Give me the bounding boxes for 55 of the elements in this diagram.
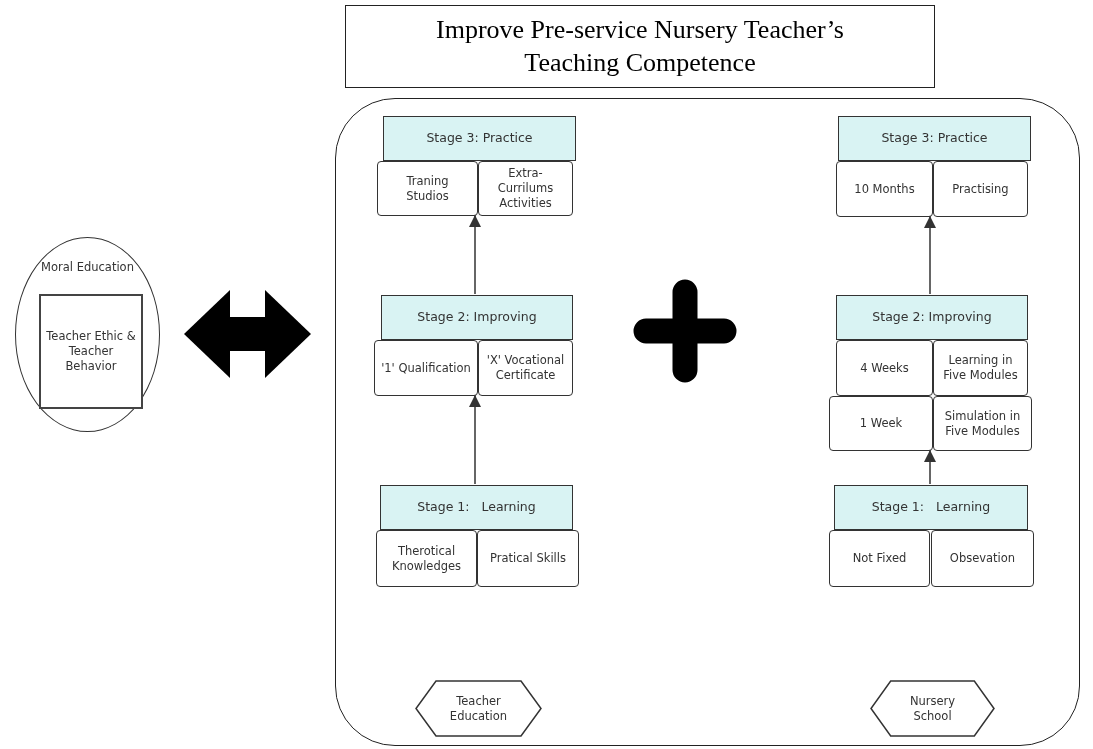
process-box — [829, 530, 930, 587]
node-label: '1' Qualification — [381, 360, 471, 376]
process-box — [478, 340, 573, 396]
arrow — [924, 215, 936, 295]
node-label: 1 Week — [859, 416, 903, 431]
stage-header — [834, 485, 1028, 530]
node-label: Practising — [952, 181, 1009, 197]
process-box — [477, 530, 579, 587]
stage-title: Stage 1: Learning — [417, 499, 536, 516]
stage-header — [383, 116, 576, 161]
node-label: Moral Education — [41, 260, 134, 275]
stage-title: Stage 2: Improving — [417, 309, 537, 326]
process-box — [933, 340, 1028, 396]
stage-header — [380, 485, 573, 530]
process-box — [933, 161, 1028, 217]
process-box — [377, 161, 478, 216]
node-label: 4 Weeks — [860, 360, 909, 376]
title-box — [345, 5, 935, 88]
node-label: Not Fixed — [852, 551, 907, 566]
node-label: Obsevation — [949, 551, 1016, 566]
process-box — [478, 161, 573, 216]
node-label: 'X' Vocational Certificate — [485, 353, 566, 383]
stage-title: Stage 3: Practice — [881, 130, 988, 147]
node-label: Nursery School — [908, 693, 957, 724]
stage-title: Stage 1: Learning — [871, 499, 991, 516]
stage-title: Stage 2: Improving — [872, 309, 992, 326]
arrow — [924, 449, 936, 485]
node-label: Therotical Knowledges — [390, 543, 463, 574]
process-box — [39, 294, 143, 409]
node-label: Extra-Currilums Activities — [496, 166, 555, 211]
double-arrow — [184, 290, 311, 378]
arrow — [469, 214, 481, 295]
stage-header — [381, 295, 573, 340]
process-box — [933, 396, 1032, 451]
process-box — [836, 161, 933, 217]
rounded-container — [335, 98, 1080, 746]
hexagon-box — [871, 681, 994, 736]
node-label: Teacher Ethic & Teacher Behavior — [45, 329, 137, 374]
node-label: Pratical Skills — [490, 551, 566, 566]
node-label: Learning in Five Modules — [942, 353, 1019, 383]
node-label: 10 Months — [854, 181, 915, 197]
node-label: Teacher Education — [448, 693, 509, 724]
stage-title: Stage 3: Practice — [426, 130, 533, 147]
node-label: Traning Studios — [405, 173, 450, 204]
stage-header — [838, 116, 1031, 161]
node-label: Simulation in Five Modules — [943, 408, 1022, 439]
stage-header — [836, 295, 1028, 340]
process-box — [374, 340, 478, 396]
title-text: Improve Pre-service Nursery Teacher’s Teaching Competence — [435, 14, 845, 79]
hexagon-box — [416, 681, 541, 736]
process-box — [376, 530, 477, 587]
process-box — [829, 396, 933, 451]
arrow — [469, 394, 481, 485]
process-box — [836, 340, 933, 396]
process-box — [931, 530, 1034, 587]
